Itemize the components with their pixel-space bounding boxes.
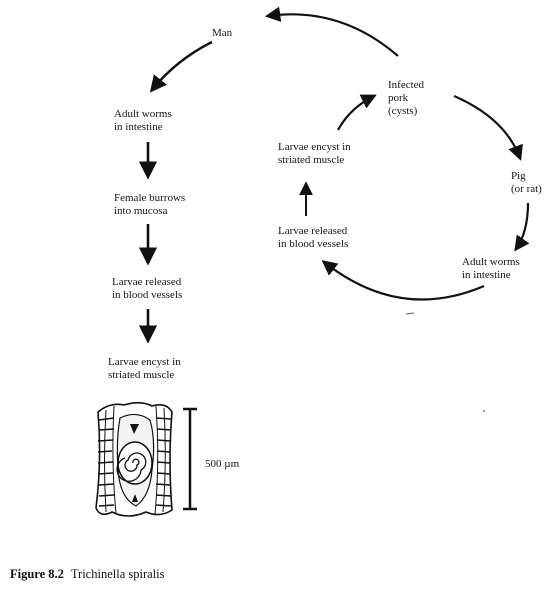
label-man: Man (212, 27, 233, 39)
scale-bar (183, 407, 197, 511)
figure-caption: Figure 8.2 Trichinella spiralis (10, 567, 164, 582)
label-infected-pork: Infected pork (cysts) (388, 79, 425, 117)
label-larvae-released-pig: Larvae released in blood vessels (278, 225, 349, 250)
figure-number: Figure 8.2 (10, 567, 64, 581)
label-adult-worms-pig: Adult worms in intestine (462, 256, 520, 281)
label-larvae-released-man: Larvae released in blood vessels (112, 276, 183, 301)
label-pig: Pig (or rat) (511, 170, 542, 195)
arrow-man-to-adult-worms (149, 40, 213, 93)
encysted-larva-illustration (95, 401, 173, 517)
arrow-adult-worms-to-larvae-released (321, 260, 485, 301)
label-larvae-encyst-man: Larvae encyst in striated muscle (108, 356, 181, 381)
label-female-burrows: Female burrows into mucosa (114, 192, 186, 217)
arrow-pork-to-man (264, 6, 399, 57)
figure-title: Trichinella spiralis (70, 567, 165, 581)
scale-bar-label: 500 µm (205, 458, 240, 470)
arrow-encyst-to-pork (337, 94, 377, 131)
arrow-pork-to-pig (453, 94, 523, 161)
label-adult-worms-man: Adult worms in intestine (114, 108, 172, 133)
label-larvae-encyst-pig: Larvae encyst in striated muscle (278, 141, 351, 166)
arrow-pig-to-adult-worms (514, 202, 530, 252)
